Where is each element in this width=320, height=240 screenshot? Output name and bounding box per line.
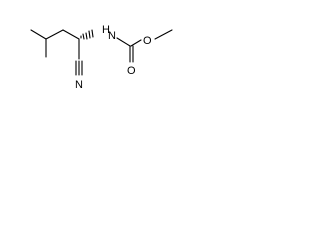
bond-methyl-1 [30, 29, 47, 40]
bond-ch-ch2 [45, 29, 64, 40]
bond-c-o [130, 39, 142, 47]
hashed-wedge-bond [80, 29, 94, 40]
molecule-drawing: H N O O N [30, 24, 173, 91]
bond-ch2-stereocenter [62, 29, 80, 40]
bond-n-c [116, 37, 131, 47]
atom-n-nitrile: N [75, 79, 83, 91]
atom-n-amide: N [108, 30, 116, 42]
atom-o-carbonyl: O [127, 65, 136, 77]
structure-canvas: H N O O N [0, 0, 212, 114]
atom-h: H [102, 24, 110, 36]
atom-o-ester: O [143, 35, 152, 47]
bond-o-methyl [154, 29, 173, 40]
